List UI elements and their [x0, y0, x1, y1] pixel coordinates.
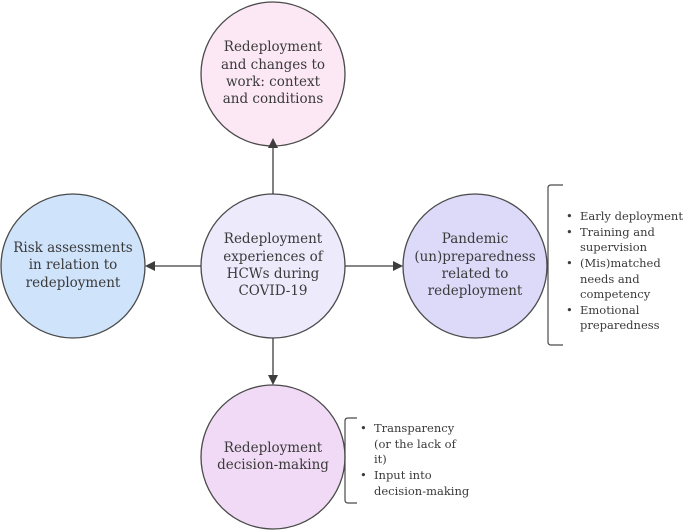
- right-bullet-item: Training and supervision: [566, 225, 684, 256]
- left-node-label: Risk assessments in relation to redeploy…: [13, 240, 133, 291]
- right-node-label: Pandemic (un)preparedness related to red…: [414, 231, 536, 300]
- right-node-circle: [402, 193, 548, 339]
- bottom-bullet-list: Transparency (or the lack of it) Input i…: [360, 421, 472, 499]
- bottom-bullets-bracket: [344, 417, 357, 504]
- right-bullet-list: Early deployment Training and supervisio…: [566, 209, 684, 334]
- bottom-node-label: Redeployment decision-making: [217, 439, 329, 473]
- right-bullet-item: Early deployment: [566, 209, 684, 225]
- right-bullet-item: (Mis)matched needs and competency: [566, 256, 684, 303]
- bottom-bullet-item: Input into decision-making: [360, 468, 472, 499]
- bottom-bullet-item: Transparency (or the lack of it): [360, 421, 472, 468]
- center-node-label: Redeployment experiences of HCWs during …: [223, 231, 323, 300]
- right-bullets-bracket: [547, 184, 563, 346]
- right-bullet-item: Emotional preparedness: [566, 303, 684, 334]
- top-node-label: Redeployment and changes to work: contex…: [220, 39, 326, 108]
